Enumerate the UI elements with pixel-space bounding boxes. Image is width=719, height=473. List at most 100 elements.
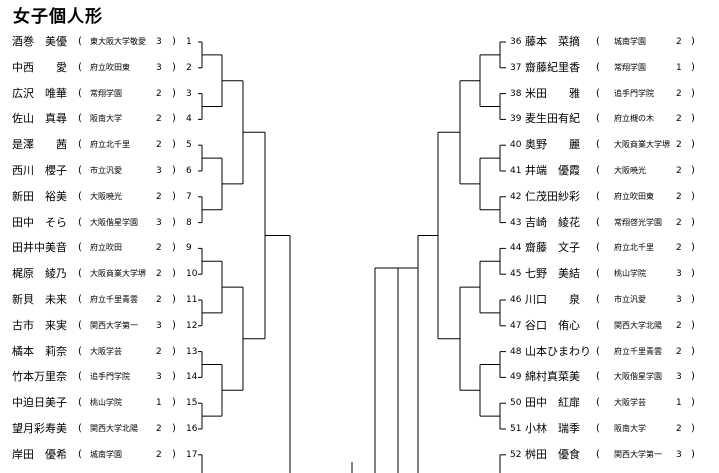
paren-open: ( (596, 294, 600, 305)
player-name: 井端 優霞 (525, 164, 580, 177)
paren-open: ( (596, 87, 600, 99)
school-name: 大阪学芸 (614, 398, 646, 408)
school-name: 大阪商業大学堺 (614, 140, 670, 150)
grade: 2 (156, 114, 162, 125)
school-name: 阪南大学 (90, 114, 122, 124)
paren-open: ( (78, 423, 82, 434)
entry-number: 6 (186, 166, 192, 176)
grade: 2 (676, 88, 682, 99)
paren-open: ( (596, 61, 600, 73)
entry-number: 39 (510, 114, 522, 125)
school-name: 関西大学北陽 (90, 424, 138, 433)
paren-open: ( (596, 139, 600, 151)
entry-number: 3 (186, 88, 192, 99)
grade: 2 (156, 243, 162, 254)
paren-open: ( (78, 216, 82, 228)
paren-open: ( (78, 139, 82, 151)
player-name: 綿村真菜美 (525, 370, 580, 384)
player-name: 田中 そら (12, 215, 67, 229)
paren-close: ) (691, 36, 695, 47)
paren-open: ( (596, 113, 600, 125)
player-name: 新貝 未来 (12, 293, 67, 306)
entry-number: 43 (510, 217, 522, 228)
player-name: 竹本万里奈 (12, 370, 67, 384)
entry-number: 11 (186, 295, 198, 305)
player-name: 小林 瑞季 (525, 422, 580, 435)
paren-open: ( (596, 397, 600, 409)
paren-open: ( (596, 190, 600, 202)
grade: 3 (156, 62, 162, 73)
player-name: 是澤 茜 (12, 138, 67, 152)
school-name: 東大阪大学敬愛 (90, 37, 146, 46)
entry-number: 48 (510, 346, 522, 357)
school-name: 桃山学院 (614, 269, 646, 279)
grade: 2 (676, 320, 682, 331)
paren-close: ) (172, 319, 176, 331)
entry-number: 44 (510, 243, 522, 254)
grade: 2 (156, 424, 162, 434)
entry-number: 4 (186, 114, 192, 125)
page-title: 女子個人形 (13, 7, 103, 27)
paren-close: ) (172, 397, 176, 409)
paren-open: ( (78, 371, 82, 383)
grade: 3 (156, 37, 162, 47)
paren-close: ) (691, 397, 695, 409)
entry-number: 2 (186, 62, 192, 73)
entry-number: 40 (510, 140, 522, 151)
paren-close: ) (172, 87, 176, 99)
paren-close: ) (691, 61, 695, 73)
player-name: 米田 雅 (525, 86, 580, 100)
paren-close: ) (691, 87, 695, 99)
paren-close: ) (691, 294, 695, 305)
entry-number: 47 (510, 320, 522, 331)
paren-close: ) (172, 294, 176, 305)
player-name: 齋藤 文子 (525, 241, 580, 255)
player-name: 吉崎 綾花 (525, 215, 580, 229)
paren-open: ( (596, 268, 600, 280)
player-name: 佐山 真尋 (12, 112, 67, 126)
player-name: 齋藤紀里香 (525, 60, 580, 74)
school-name: 市立汎愛 (90, 166, 122, 175)
player-name: 新田 裕美 (12, 189, 67, 203)
player-name: 田井中美音 (12, 241, 67, 255)
grade: 1 (676, 62, 682, 73)
paren-open: ( (78, 165, 82, 176)
paren-open: ( (596, 423, 600, 434)
player-name: 岸田 優希 (12, 447, 67, 461)
grade: 1 (676, 398, 682, 409)
school-name: 関西大学北陽 (614, 320, 662, 330)
grade: 2 (676, 243, 682, 254)
paren-close: ) (172, 113, 176, 125)
player-name: 中迫日美子 (12, 396, 67, 410)
paren-close: ) (172, 448, 176, 460)
school-name: 常翔学園 (90, 88, 122, 98)
entry-number: 42 (510, 191, 522, 202)
school-name: 府立吹田東 (90, 62, 130, 72)
grade: 3 (676, 372, 682, 383)
player-name: 藤本 菜摘 (525, 35, 580, 48)
grade: 2 (676, 191, 682, 202)
player-name: 橘本 莉奈 (12, 344, 67, 358)
paren-close: ) (691, 113, 695, 125)
paren-open: ( (78, 190, 82, 202)
grade: 2 (676, 114, 682, 125)
school-name: 府立槻の木 (614, 114, 654, 124)
grade: 2 (156, 88, 162, 99)
entry-number: 41 (510, 166, 522, 176)
paren-open: ( (78, 294, 82, 305)
player-name: 奥野 麗 (525, 138, 580, 152)
paren-close: ) (172, 190, 176, 202)
player-name: 山本ひまわり (525, 344, 591, 358)
paren-close: ) (691, 165, 695, 176)
grade: 2 (156, 295, 162, 305)
paren-open: ( (596, 345, 600, 357)
paren-close: ) (691, 139, 695, 151)
player-name: 麦生田有紀 (525, 112, 580, 126)
school-name: 大阪暁光 (614, 166, 646, 175)
player-name: 酒巻 美優 (12, 35, 67, 48)
entry-number: 51 (510, 424, 522, 434)
paren-open: ( (596, 36, 600, 47)
player-name: 桝田 優食 (525, 447, 580, 461)
entry-number: 13 (186, 346, 198, 357)
